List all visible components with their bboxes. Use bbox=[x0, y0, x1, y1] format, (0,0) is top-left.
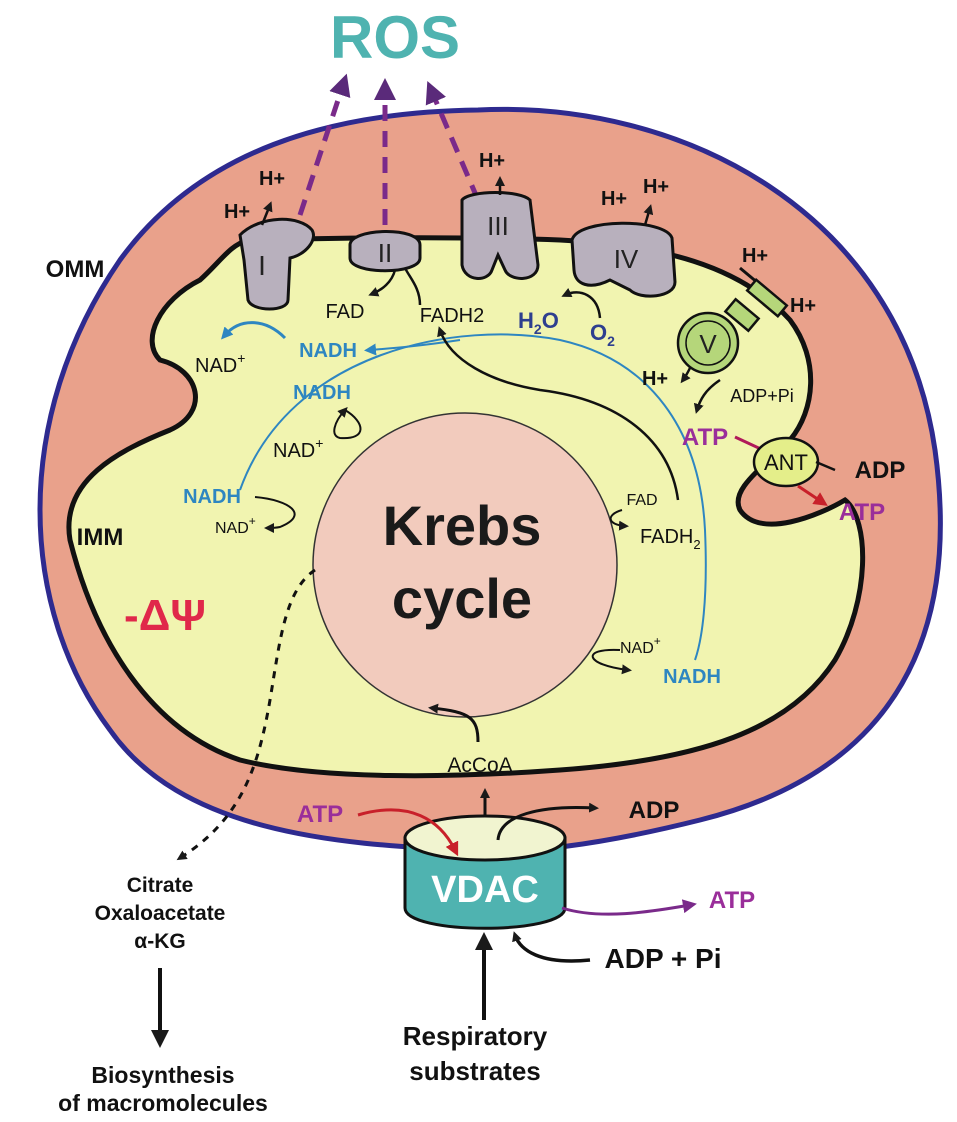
nad-bottom-loop bbox=[591, 648, 632, 675]
adp-pi-label: ADP+Pi bbox=[730, 386, 794, 406]
complex-4-hplus-2: H+ bbox=[643, 176, 669, 198]
biosynthesis-line2: of macromolecules bbox=[58, 1090, 268, 1116]
delta-psi-label: -ΔΨ bbox=[124, 591, 206, 640]
complex-3 bbox=[460, 191, 540, 280]
complex-5-hplus-1: H+ bbox=[742, 245, 768, 267]
respiratory-line1: Respiratory bbox=[403, 1021, 548, 1051]
atp-in-label: ATP bbox=[297, 801, 343, 828]
nadh-arc-to-top bbox=[364, 339, 461, 356]
complex-5-hplus-3: H+ bbox=[642, 368, 668, 390]
nadh-second-loop bbox=[333, 407, 362, 440]
nad-plus-third: NAD+ bbox=[215, 514, 256, 537]
complex-1 bbox=[238, 217, 315, 311]
complex-2-label: II bbox=[378, 238, 392, 268]
nadh-third: NADH bbox=[183, 486, 241, 508]
complex-3-hplus: H+ bbox=[479, 150, 505, 172]
nadh-to-nad-arrow bbox=[221, 321, 287, 340]
complex-2 bbox=[348, 230, 422, 273]
adp-pi-into-vdac-arrow bbox=[512, 931, 591, 963]
complex-1-hplus-arrow bbox=[260, 201, 273, 226]
imm-label: IMM bbox=[77, 524, 124, 551]
complex-5 bbox=[676, 266, 789, 375]
atp-into-vdac-arrow bbox=[357, 808, 459, 857]
krebs-label-line2: cycle bbox=[392, 567, 532, 630]
complex-5-to-hplus-arrow bbox=[680, 367, 692, 384]
vdac-to-adp-arrow bbox=[496, 802, 599, 841]
complex-1-label: I bbox=[258, 250, 266, 281]
complex-1-hplus-1: H+ bbox=[224, 201, 250, 223]
complex-1-hplus-2: H+ bbox=[259, 168, 285, 190]
fad-right-label: FAD bbox=[626, 492, 657, 509]
atp-to-ant-link bbox=[734, 435, 764, 452]
citrate-export-path bbox=[176, 568, 316, 861]
fadh2-up-arrow bbox=[403, 267, 422, 306]
ant-to-atp-arrow bbox=[797, 484, 828, 506]
nadh-third-loop bbox=[254, 496, 296, 533]
accoa-to-krebs-arrow bbox=[428, 703, 480, 743]
atp-matrix-label: ATP bbox=[682, 424, 728, 451]
nad-plus-bottom: NAD+ bbox=[620, 634, 661, 657]
adp-out-label: ADP bbox=[629, 797, 680, 824]
krebs-cycle-circle bbox=[312, 412, 618, 718]
nad-plus-second: NAD+ bbox=[273, 435, 323, 462]
nadh-bottom: NADH bbox=[663, 666, 721, 688]
nad-plus-top: NAD+ bbox=[195, 350, 245, 377]
complex-4-hplus-1: H+ bbox=[601, 188, 627, 210]
complex-4 bbox=[570, 221, 677, 298]
fadh2-top-label: FADH2 bbox=[420, 305, 484, 327]
adp-plus-pi-label: ADP + Pi bbox=[605, 943, 722, 974]
nadh-top: NADH bbox=[299, 340, 357, 362]
fadh2-curve bbox=[437, 326, 680, 501]
fadh2-to-fad-arrow bbox=[368, 269, 397, 297]
complex-5-label: V bbox=[699, 329, 717, 359]
biosynthesis-line1: Biosynthesis bbox=[91, 1062, 234, 1088]
complex-3-label: III bbox=[487, 211, 509, 241]
vdac-label: VDAC bbox=[431, 869, 539, 911]
accoa-label: AcCoA bbox=[447, 754, 512, 777]
oxaloacetate-label: Oxaloacetate bbox=[95, 902, 226, 925]
ros-arrow-1 bbox=[297, 73, 351, 216]
ant-label: ANT bbox=[764, 450, 808, 475]
vdac-top bbox=[403, 814, 567, 862]
respiratory-line2: substrates bbox=[409, 1056, 541, 1086]
o2-label: O2 bbox=[590, 320, 615, 349]
ros-arrow-3 bbox=[425, 80, 481, 201]
ant-atp-label: ATP bbox=[839, 499, 885, 526]
fad-right-arrow bbox=[609, 509, 629, 531]
o2-to-h2o-arrow bbox=[561, 287, 602, 319]
akg-label: α-KG bbox=[134, 930, 185, 953]
h2o-label: H2O bbox=[518, 308, 559, 337]
adp-pi-to-atp-arrow bbox=[693, 378, 721, 414]
vdac-to-atp-arrow bbox=[561, 899, 697, 916]
fadh2-right-label: FADH2 bbox=[640, 526, 701, 552]
citrate-label: Citrate bbox=[127, 874, 194, 897]
complex-5-hplus-2: H+ bbox=[790, 295, 816, 317]
omm-label: OMM bbox=[46, 256, 105, 283]
ant-adp-label: ADP bbox=[855, 457, 906, 484]
fad-top-label: FAD bbox=[326, 301, 365, 323]
krebs-label-line1: Krebs bbox=[383, 494, 542, 557]
ros-label: ROS bbox=[330, 4, 460, 71]
complex-4-hplus-arrow bbox=[643, 204, 654, 226]
nadh-arc bbox=[239, 333, 707, 661]
atp-out-label: ATP bbox=[709, 887, 755, 914]
ant-adp-link bbox=[815, 460, 836, 472]
complex-4-label: IV bbox=[614, 244, 639, 274]
nadh-second: NADH bbox=[293, 382, 351, 404]
